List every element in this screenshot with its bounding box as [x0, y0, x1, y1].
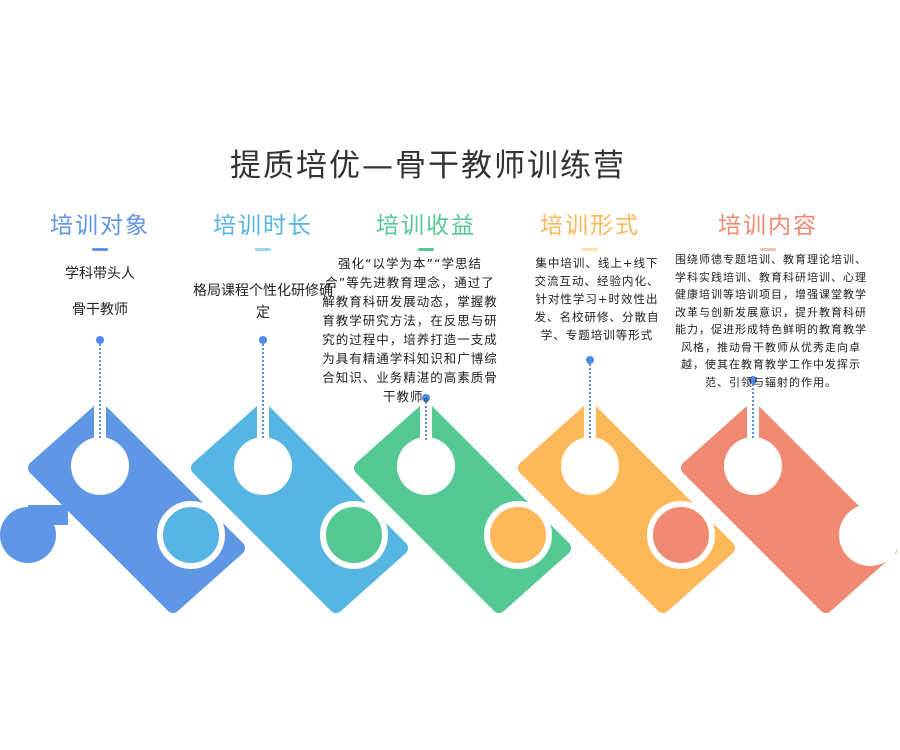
- format-desc: 集中培训、线上+线下交流互动、经验内化、针对性学习+时效性出发、名校研修、分散自…: [534, 256, 660, 342]
- connector-dot: [259, 336, 267, 344]
- column-content: 培训内容: [688, 206, 848, 251]
- heading-underline: [760, 248, 776, 251]
- connector-dot: [96, 336, 104, 344]
- puzzle-hole: [561, 437, 619, 495]
- puzzle-hole: [71, 437, 129, 495]
- puzzle-hole: [397, 437, 455, 495]
- connector-dot: [422, 394, 430, 402]
- target-line: 学科带头人: [65, 266, 135, 282]
- heading-underline: [418, 248, 434, 251]
- content-desc: 围绕师德专题培训、教育理论培训、学科实践培训、教育科研培训、心理健康培训等培训项…: [675, 253, 867, 389]
- column-duration: 培训时长: [183, 206, 343, 251]
- column-format: 培训形式: [510, 206, 670, 251]
- heading-benefit: 培训收益: [376, 213, 476, 239]
- puzzle-notch: [839, 504, 900, 566]
- heading-underline: [255, 248, 271, 251]
- puzzle-hole: [234, 437, 292, 495]
- benefit-desc: 强化“以学为本”“学思结合”等先进教育理念，通过了解教育科研发展动态，掌握教育教…: [322, 256, 498, 404]
- column-benefit: 培训收益: [346, 206, 506, 251]
- duration-desc: 格局课程个性化研修确定: [193, 283, 333, 321]
- heading-underline: [582, 248, 598, 251]
- puzzle-piece: [647, 395, 898, 613]
- puzzle-hole: [724, 437, 782, 495]
- puzzle-piece: [0, 395, 245, 613]
- column-target: 培训对象: [20, 206, 180, 251]
- heading-duration: 培训时长: [213, 213, 313, 239]
- target-line: 骨干教师: [72, 302, 128, 318]
- connector-dot: [749, 376, 757, 384]
- heading-underline: [92, 248, 108, 251]
- heading-format: 培训形式: [540, 213, 640, 239]
- heading-content: 培训内容: [718, 213, 818, 239]
- heading-target: 培训对象: [50, 213, 150, 239]
- page-title: 提质培优—骨干教师训练营: [230, 148, 626, 184]
- target-desc: 学科带头人 骨干教师: [30, 256, 170, 328]
- connector-dot: [586, 356, 594, 364]
